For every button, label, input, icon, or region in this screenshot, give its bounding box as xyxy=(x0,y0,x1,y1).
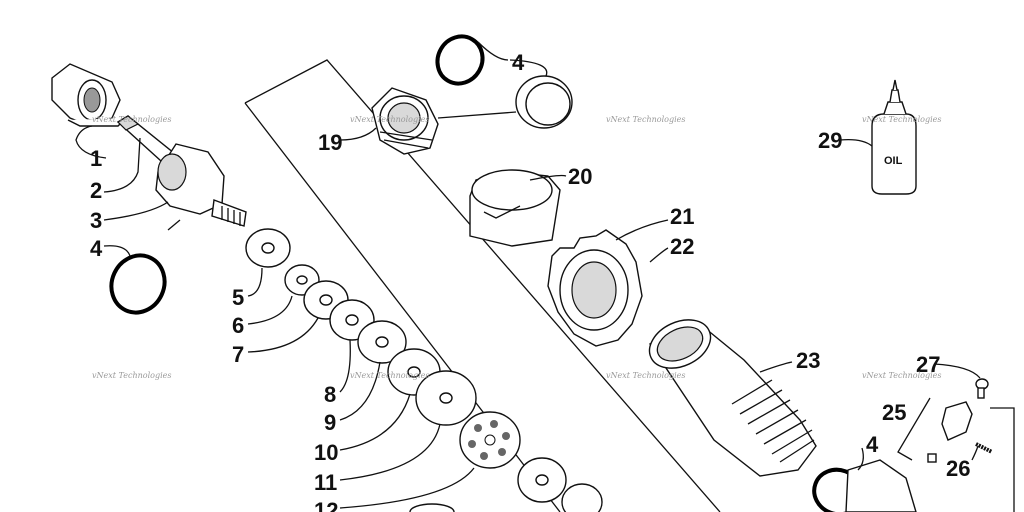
label-part-12: 12 xyxy=(314,498,338,512)
leader-4-top xyxy=(477,41,509,61)
washer-lower-b xyxy=(561,483,603,512)
washer-lower-a xyxy=(517,457,567,503)
leader-19-to-4 xyxy=(437,111,517,119)
washer-part-11 xyxy=(415,370,477,426)
leader-4a-ext xyxy=(167,219,181,231)
leader-19 xyxy=(339,127,377,141)
valve-bracket-right xyxy=(990,407,1015,512)
label-part-27: 27 xyxy=(916,352,940,377)
leader-5 xyxy=(247,267,263,297)
label-part-29: 29 xyxy=(818,128,842,153)
label-part-23: 23 xyxy=(796,348,820,373)
watermark: vNext Technologies xyxy=(862,115,941,124)
leader-7 xyxy=(247,317,319,353)
leader-6 xyxy=(247,295,293,325)
label-part-19: 19 xyxy=(318,130,342,155)
leader-2 xyxy=(103,137,141,193)
label-part-5: 5 xyxy=(232,285,244,310)
label-part-4-a: 4 xyxy=(90,236,103,261)
label-part-4-b: 4 xyxy=(512,50,525,75)
seal-head-part-19 xyxy=(371,87,439,155)
leader-8 xyxy=(339,339,351,393)
leader-1 xyxy=(75,125,107,159)
label-part-21: 21 xyxy=(670,204,694,229)
label-part-11: 11 xyxy=(314,470,337,495)
leader-4a xyxy=(103,245,131,257)
label-part-7: 7 xyxy=(232,342,244,367)
leader-11 xyxy=(339,423,441,481)
spring-collar-part-21 xyxy=(547,229,643,347)
label-part-26: 26 xyxy=(946,456,970,481)
label-part-6: 6 xyxy=(232,313,244,338)
label-part-20: 20 xyxy=(568,164,592,189)
washer-part-5 xyxy=(245,228,291,268)
assembly-bracket xyxy=(244,59,721,512)
watermark: vNext Technologies xyxy=(350,115,429,124)
label-part-8: 8 xyxy=(324,382,336,407)
shaft-cap-part-1 xyxy=(51,63,127,127)
leader-26 xyxy=(971,445,979,461)
label-part-3: 3 xyxy=(90,208,102,233)
body-part-23 xyxy=(648,319,817,477)
oil-bottle-part-29: OIL xyxy=(871,79,917,195)
leader-22 xyxy=(649,247,669,263)
piston-part-12 xyxy=(459,411,521,469)
leader-12 xyxy=(339,467,475,509)
label-part-9: 9 xyxy=(324,410,336,435)
label-part-25: 25 xyxy=(882,400,906,425)
label-part-10: 10 xyxy=(314,440,338,465)
oil-text: OIL xyxy=(884,155,903,167)
shaft-body-part-3 xyxy=(155,143,247,227)
o-ring-part-26 xyxy=(975,442,993,454)
washer-part-9 xyxy=(357,320,407,364)
end-cap xyxy=(845,459,917,512)
watermark: vNext Technologies xyxy=(350,371,429,380)
watermark: vNext Technologies xyxy=(92,371,171,380)
leader-27 xyxy=(933,363,981,379)
screw-part-27 xyxy=(975,378,989,399)
valve-bracket xyxy=(897,397,931,461)
leader-9 xyxy=(339,361,381,421)
o-ring-part-4 xyxy=(109,253,167,315)
watermark: vNext Technologies xyxy=(862,371,941,380)
watermark: vNext Technologies xyxy=(606,371,685,380)
leader-21 xyxy=(615,219,669,241)
leader-10 xyxy=(339,393,411,451)
leader-20 xyxy=(529,174,567,181)
label-part-22: 22 xyxy=(670,234,694,259)
washer-lower-c xyxy=(409,503,455,512)
watermark: vNext Technologies xyxy=(606,115,685,124)
watermark: vNext Technologies xyxy=(92,115,171,124)
label-part-2: 2 xyxy=(90,178,102,203)
leader-4-bottom xyxy=(857,447,864,471)
bushing-part-20 xyxy=(469,169,561,247)
o-ring-part-4-top xyxy=(435,34,485,86)
valve-part-25 xyxy=(927,401,973,463)
leader-23 xyxy=(759,361,793,373)
leader-3 xyxy=(103,201,169,221)
leader-4-band xyxy=(509,59,548,77)
leader-29 xyxy=(839,138,873,147)
label-part-1: 1 xyxy=(90,146,102,171)
label-part-4-c: 4 xyxy=(866,432,879,457)
band-part-4 xyxy=(515,75,573,129)
